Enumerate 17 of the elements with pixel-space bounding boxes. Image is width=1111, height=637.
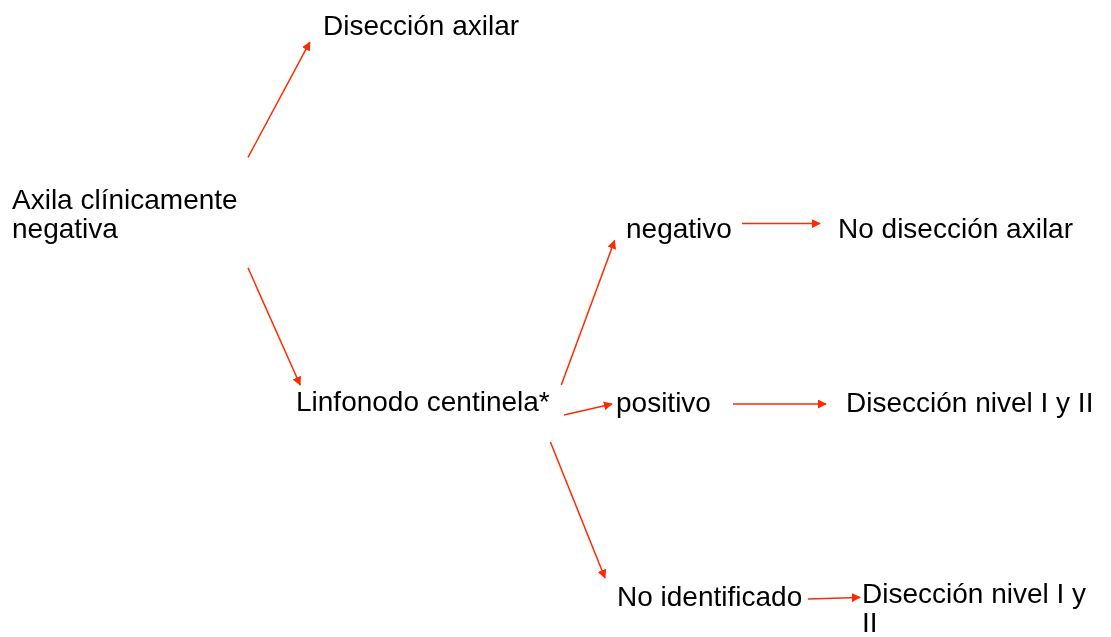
arrow <box>247 41 311 159</box>
arrow <box>732 399 827 409</box>
arrow <box>741 219 821 229</box>
node-label: Disección nivel I y II <box>862 579 1088 637</box>
node-label: Disección axilar <box>323 11 521 41</box>
node-label: positivo <box>616 388 712 418</box>
node-label: Linfonodo centinela* <box>296 387 551 417</box>
node-label: No disección axilar <box>838 214 1074 244</box>
arrow <box>563 401 613 416</box>
arrow <box>560 239 616 386</box>
node-label: No identificado <box>617 582 804 612</box>
node-label: Axila clínicamente negativa <box>12 185 239 244</box>
arrow <box>247 267 301 386</box>
node-label: Disección nivel I y II <box>846 388 1095 418</box>
arrow <box>549 441 607 579</box>
node-label: negativo <box>626 214 733 244</box>
arrow <box>807 593 861 603</box>
